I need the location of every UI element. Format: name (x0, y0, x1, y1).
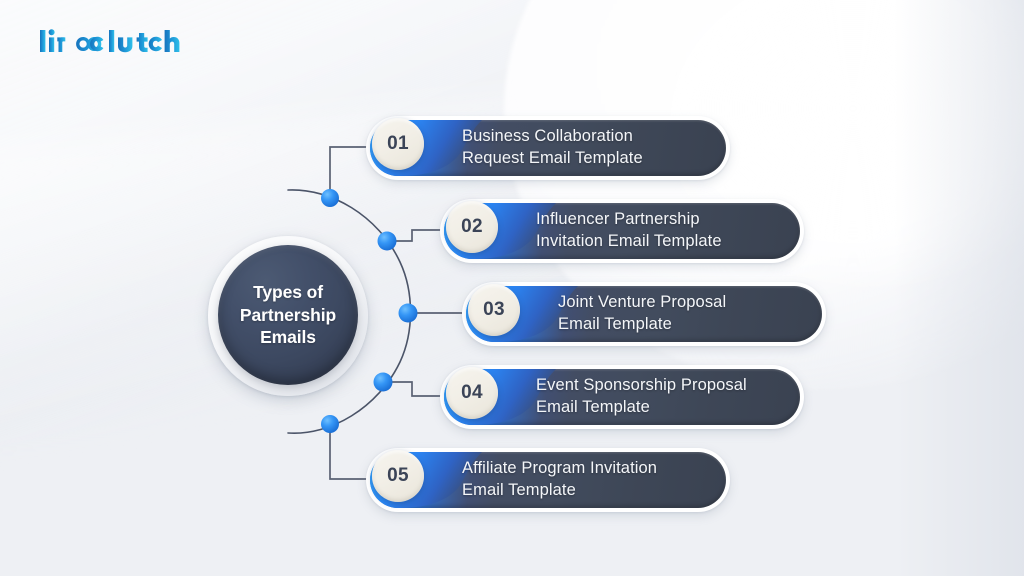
list-item[interactable]: 04 Event Sponsorship Proposal Email Temp… (440, 365, 804, 429)
item-number-02: 02 (461, 216, 483, 237)
infoclutch-logo-icon (40, 29, 180, 53)
connector-dot-03 (398, 303, 418, 323)
item-label-05: Affiliate Program Invitation Email Templ… (462, 459, 658, 499)
item-number-03: 03 (483, 299, 505, 320)
item-label-01: Business Collaboration Request Email Tem… (462, 127, 643, 167)
connector-dot-01 (321, 189, 339, 207)
item-pill-03[interactable]: 03 Joint Venture Proposal Email Template (462, 282, 826, 346)
connector-dot-05 (321, 415, 339, 433)
item-pill-01[interactable]: 01 Business Collaboration Request Email … (366, 116, 730, 180)
item-number-04: 04 (461, 382, 483, 403)
item-badge-05: 05 (372, 450, 424, 502)
item-number-01: 01 (387, 133, 409, 154)
item-pill-02[interactable]: 02 Influencer Partnership Invitation Ema… (440, 199, 804, 263)
item-badge-03: 03 (468, 284, 520, 336)
hub-core: Types of Partnership Emails (218, 245, 358, 385)
list-item[interactable]: 03 Joint Venture Proposal Email Template (462, 282, 826, 346)
item-badge-04: 04 (446, 367, 498, 419)
connector-elbow-02 (387, 229, 444, 242)
connector-elbow-05 (329, 424, 368, 480)
hub-title: Types of Partnership Emails (239, 282, 337, 348)
hub-circle: Types of Partnership Emails (208, 236, 368, 396)
item-badge-01: 01 (372, 118, 424, 170)
item-badge-02: 02 (446, 201, 498, 253)
item-number-05: 05 (387, 465, 409, 486)
connector-elbow-01 (329, 146, 368, 198)
connector-dot-02 (377, 231, 397, 251)
item-pill-body-05 (370, 452, 726, 508)
item-pill-04[interactable]: 04 Event Sponsorship Proposal Email Temp… (440, 365, 804, 429)
list-item[interactable]: 01 Business Collaboration Request Email … (366, 116, 730, 180)
item-label-04: Event Sponsorship Proposal Email Templat… (536, 376, 747, 416)
connector-elbow-04 (383, 381, 444, 397)
list-item[interactable]: 05 Affiliate Program Invitation Email Te… (366, 448, 730, 512)
brand-logo[interactable] (38, 27, 198, 59)
connector-dot-04 (373, 372, 393, 392)
item-label-02: Influencer Partnership Invitation Email … (536, 210, 722, 250)
item-label-03: Joint Venture Proposal Email Template (558, 293, 727, 333)
list-item[interactable]: 02 Influencer Partnership Invitation Ema… (440, 199, 804, 263)
background-right-edge-shade (894, 0, 1024, 576)
item-pill-05[interactable]: 05 Affiliate Program Invitation Email Te… (366, 448, 730, 512)
